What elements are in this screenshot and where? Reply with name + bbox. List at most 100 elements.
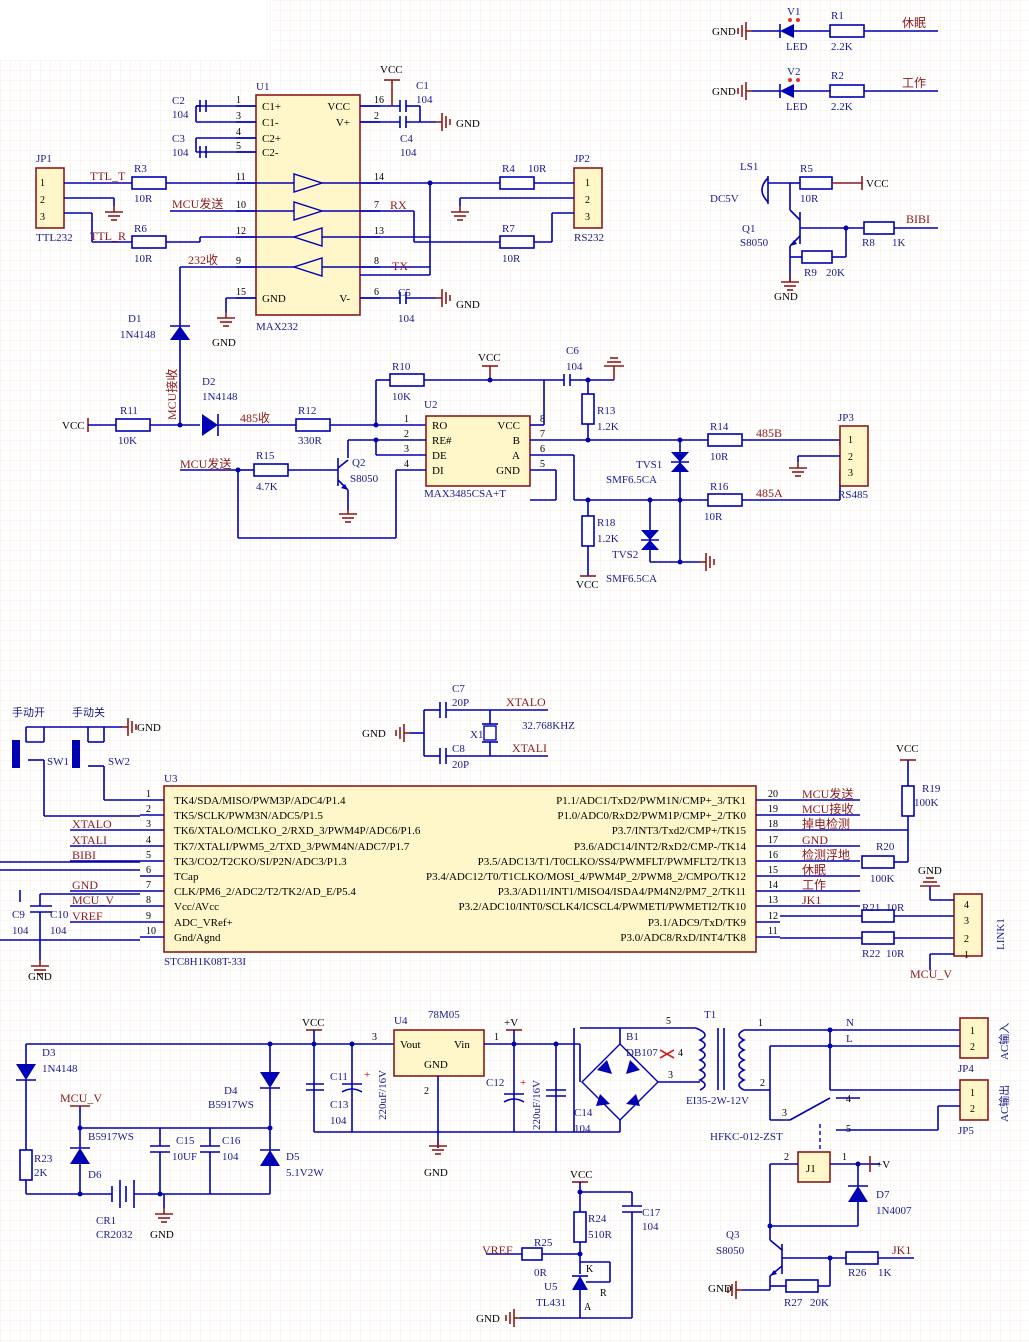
vcc-label: VCC — [62, 420, 85, 432]
u2-pin-name: RO — [432, 420, 447, 432]
net-rx: RX — [390, 198, 407, 212]
r11-ref: R11 — [120, 405, 138, 417]
svg-text:1: 1 — [848, 435, 853, 446]
u3-pin-num: 6 — [146, 865, 151, 876]
c5-val: 104 — [398, 313, 415, 325]
r12-val: 330R — [298, 435, 323, 447]
u4-vin: Vin — [454, 1039, 470, 1051]
jp5-name: AC输出 — [997, 1085, 1011, 1122]
u3-pin-num: 13 — [768, 895, 778, 906]
svg-text:1: 1 — [842, 1152, 847, 1163]
c9-ref: C9 — [12, 909, 25, 921]
v1-type: LED — [786, 41, 807, 53]
r27-val: 20K — [810, 1297, 829, 1309]
u3-pin-name: TK4/SDA/MISO/PWM3P/ADC4/P1.4 — [174, 795, 346, 807]
tvs1-val: SMF6.5CA — [606, 474, 657, 486]
r3-val: 10R — [134, 193, 153, 205]
c14-ref: C14 — [574, 1107, 593, 1119]
c2-val: 104 — [172, 109, 189, 121]
u3-pin-num: 18 — [768, 819, 778, 830]
net-ttl-t: TTL_T — [90, 169, 126, 183]
link1-pin: 3 — [964, 916, 969, 927]
u2-pin-num: 2 — [404, 429, 409, 440]
net-mcu-tx: MCU发送 — [172, 196, 223, 211]
r23-val: 2K — [34, 1167, 48, 1179]
u2-pin-name: GND — [496, 465, 520, 477]
gnd-label: GND — [212, 337, 236, 349]
u4-gnd: GND — [424, 1059, 448, 1071]
vplus-label: +V — [504, 1017, 518, 1029]
r25-val: 0R — [534, 1267, 548, 1279]
u1-pin-num: 3 — [236, 111, 241, 122]
r10-val: 10K — [392, 391, 411, 403]
svg-text:4: 4 — [846, 1094, 851, 1105]
c11-val: 220uF/16V — [377, 1070, 389, 1120]
net-485b: 485B — [756, 426, 782, 440]
t1-val: EI35-2W-12V — [686, 1095, 749, 1107]
u3-pin-name: P3.1/ADC9/TxD/TK9 — [648, 917, 747, 929]
cr1-val: CR2032 — [96, 1229, 133, 1241]
q3-ref: Q3 — [726, 1229, 740, 1241]
vcc-label: VCC — [302, 1017, 325, 1029]
net-232-rx: 232收 — [188, 253, 218, 267]
net-vref-pwr: VREF — [482, 1243, 513, 1257]
u3-right-net: MCU接收 — [802, 801, 853, 816]
r9-ref: R9 — [804, 267, 817, 279]
r5-val: 10R — [800, 193, 819, 205]
u3-pin-num: 19 — [768, 804, 778, 815]
c10-val: 104 — [50, 925, 67, 937]
u2-pin-num: 8 — [540, 414, 545, 425]
u3-pin-name: P3.3/AD11/INT1/MISO4/ISDA4/PM4N2/PM7_2/T… — [498, 886, 746, 898]
u2-pin-num: 6 — [540, 444, 545, 455]
u1-pin-num: 15 — [236, 287, 246, 298]
r3-ref: R3 — [134, 163, 147, 175]
q1-ref: Q1 — [742, 223, 755, 235]
svg-text:2: 2 — [848, 452, 853, 463]
net-xtalo: XTALO — [506, 695, 546, 709]
c1-ref: C1 — [416, 80, 429, 92]
c16-val: 104 — [222, 1151, 239, 1163]
u1-pin-num: 10 — [236, 200, 246, 211]
net-jk1: JK1 — [892, 1243, 911, 1257]
r19-val: 100K — [914, 797, 939, 809]
c8-ref: C8 — [452, 743, 465, 755]
net-mcu-rx: MCU接收 — [164, 369, 179, 420]
u3-pin-name: TK7/XTALI/PWM5_2/TXD_3/PWM4N/ADC7/P1.7 — [174, 841, 410, 853]
u2-pin-name: A — [512, 450, 520, 462]
u5-val: TL431 — [536, 1297, 566, 1309]
u3-right-net: 检测浮地 — [802, 847, 850, 862]
net-tx: TX — [392, 259, 408, 273]
net-mcu-tx-485: MCU发送 — [180, 456, 231, 471]
jp4-name: AC输入 — [997, 1023, 1011, 1060]
mcu-block: U3 STC8H1K08T-33I 1TK4/SDA/MISO/PWM3P/AD… — [0, 683, 1007, 983]
r8-ref: R8 — [862, 237, 875, 249]
r16-val: 10R — [704, 511, 723, 523]
r6-val: 10R — [134, 253, 153, 265]
u3-pin-num: 8 — [146, 895, 151, 906]
u4-vout: Vout — [400, 1039, 421, 1051]
u3-name: STC8H1K08T-33I — [164, 956, 246, 968]
d7-ref: D7 — [876, 1189, 890, 1201]
svg-text:5: 5 — [846, 1124, 851, 1135]
x1-val: 32.768KHZ — [522, 720, 575, 732]
vcc-label: VCC — [576, 579, 599, 591]
link1-pin: 1 — [964, 950, 969, 961]
vcc-label: VCC — [380, 64, 403, 76]
c4-ref: C4 — [400, 133, 413, 145]
r2-val: 2.2K — [831, 101, 853, 113]
u2-pin-num: 7 — [540, 429, 545, 440]
d2-ref: D2 — [202, 376, 215, 388]
r10-ref: R10 — [392, 361, 411, 373]
d4-val: B5917WS — [208, 1099, 254, 1111]
u4-ref: U4 — [394, 1015, 408, 1027]
u3-pin-name: CLK/PM6_2/ADC2/T2/TK2/AD_E/P5.4 — [174, 886, 356, 898]
svg-text:2: 2 — [585, 195, 590, 206]
gnd-label: GND — [150, 1229, 174, 1241]
u3-pin-name: P3.5/ADC13/T1/T0CLKO/SS4/PWMFLT/PWMFLT2/… — [478, 856, 747, 868]
net-485a: 485A — [756, 486, 783, 500]
u3-right-net: 掉电检测 — [802, 816, 850, 831]
d2-val: 1N4148 — [202, 391, 238, 403]
jp2-ref: JP2 — [574, 153, 590, 165]
u4-pin3: 3 — [372, 1032, 377, 1043]
r21-ref: R21 — [862, 902, 880, 914]
